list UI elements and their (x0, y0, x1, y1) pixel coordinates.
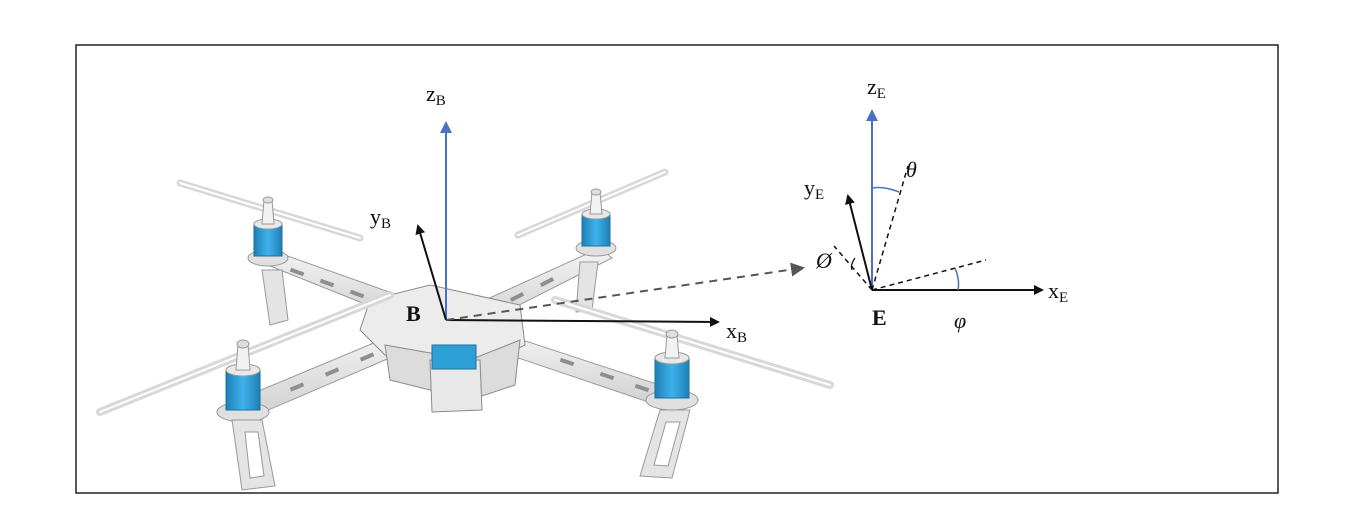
pitch-dashed-line (871, 165, 909, 291)
body-z-label: zB (426, 81, 446, 109)
quadcopter-drawing (96, 168, 834, 491)
motor-front-right (645, 329, 699, 411)
pitch-angle-label: θ (906, 157, 917, 182)
body-origin-label: B (406, 301, 421, 326)
body-y-label: yB (370, 204, 391, 232)
landing-legs-front (231, 409, 691, 491)
body-to-earth-dashed-arrow (445, 262, 805, 321)
earth-y-axis (845, 194, 873, 291)
center-body (359, 284, 526, 413)
pitch-arc (871, 186, 900, 193)
motor-back-right (575, 188, 617, 257)
body-x-axis (445, 316, 720, 327)
earth-x-label: xE (1048, 278, 1068, 306)
motor-back-left (247, 196, 289, 267)
body-frame-axes (415, 121, 805, 327)
propeller-front-right (551, 296, 834, 389)
roll-arc (850, 257, 856, 271)
body-x-label: xB (726, 318, 747, 346)
earth-z-label: zE (867, 74, 886, 102)
earth-frame-axes (833, 109, 1044, 295)
earth-y-label: yE (804, 175, 824, 203)
roll-dashed-line (833, 245, 873, 291)
yaw-angle-label: φ (954, 308, 966, 333)
body-y-axis (415, 224, 447, 321)
roll-angle-label: Ø (815, 248, 833, 273)
earth-origin-label: E (872, 305, 887, 330)
yaw-arc (954, 267, 960, 291)
landing-legs-back (261, 261, 599, 326)
yaw-dashed-line (871, 259, 987, 291)
motor-front-left (216, 339, 270, 423)
